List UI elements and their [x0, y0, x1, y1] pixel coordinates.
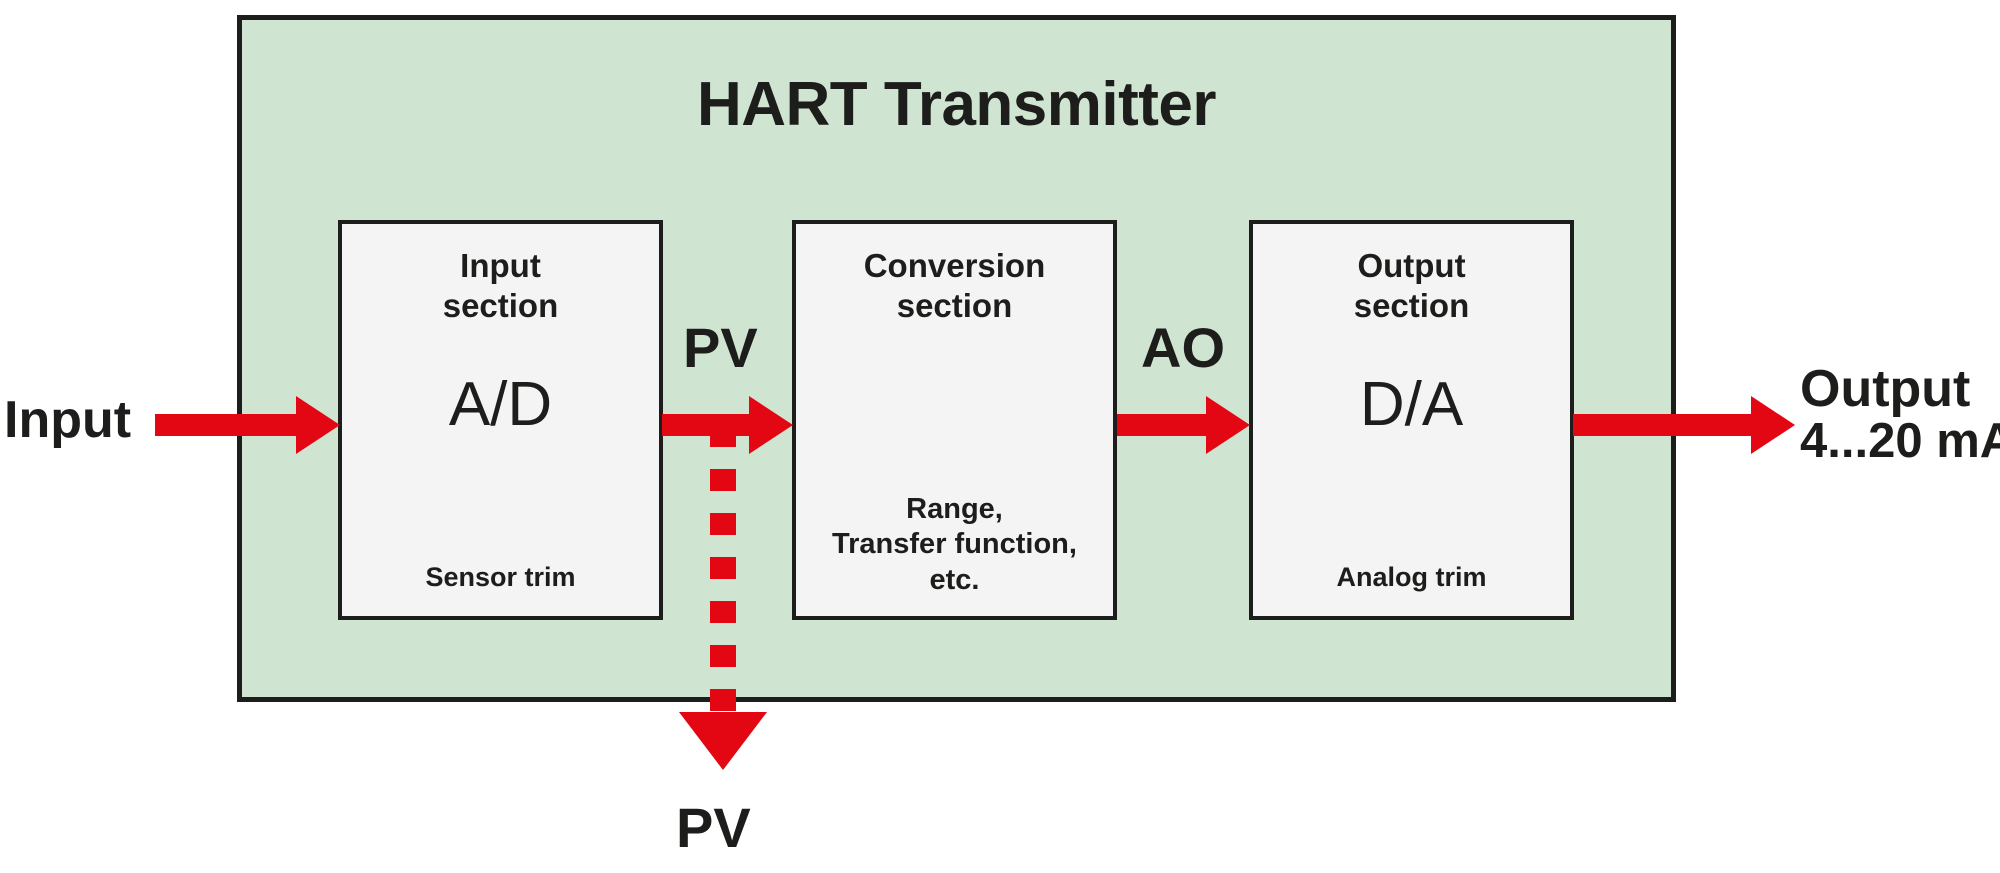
- block-conversion-detail-line1: Range,: [906, 492, 1003, 525]
- arrow-head: [1751, 396, 1795, 454]
- right-arrow-icon-input: [155, 396, 340, 454]
- dashed-down-arrow-icon-pv-head: [679, 712, 767, 770]
- block-conversion-details: Range, Transfer function, etc.: [796, 492, 1113, 598]
- label-ao: AO: [1141, 316, 1225, 379]
- block-output-heading: Output section: [1253, 246, 1570, 327]
- block-conversion-heading-line2: section: [896, 287, 1013, 325]
- label-pv-bottom: PV: [676, 796, 751, 859]
- right-arrow-icon-output: [1573, 396, 1795, 454]
- arrow-head: [1206, 396, 1250, 454]
- block-input-heading-line1: Input: [460, 247, 541, 284]
- diagram-title: HART Transmitter: [696, 70, 1217, 139]
- block-conversion-heading: Conversion section: [796, 246, 1113, 327]
- arrow-shaft: [1573, 414, 1751, 436]
- block-conversion-section: Conversion section Range, Transfer funct…: [792, 220, 1117, 620]
- block-input-heading: Input section: [342, 246, 659, 327]
- label-output: Output 4...20 mA: [1800, 362, 2000, 467]
- block-output-conversion-type: D/A: [1359, 370, 1464, 439]
- arrow-shaft: [155, 414, 296, 436]
- arrow-head: [296, 396, 340, 454]
- arrow-shaft: [1117, 414, 1206, 436]
- label-output-line1: Output: [1800, 360, 1971, 418]
- block-input-conversion-type: A/D: [448, 370, 553, 439]
- block-conversion-detail-line2: Transfer function,: [832, 528, 1077, 561]
- label-input: Input: [4, 391, 132, 449]
- block-output-section: Output section D/A Analog trim: [1249, 220, 1574, 620]
- block-output-heading-line2: section: [1353, 287, 1470, 325]
- block-conversion-detail-line3: etc.: [929, 563, 980, 596]
- block-input-trim-label: Sensor trim: [425, 562, 576, 593]
- block-output-heading-line1: Output: [1357, 247, 1466, 284]
- right-arrow-icon-ao: [1117, 396, 1250, 454]
- block-input-heading-line2: section: [442, 287, 559, 325]
- block-output-trim-label: Analog trim: [1336, 562, 1487, 593]
- dashed-down-arrow-icon-pv-line: [710, 425, 736, 715]
- label-output-line2: 4...20 mA: [1800, 414, 2000, 469]
- block-conversion-heading-line1: Conversion: [863, 247, 1046, 284]
- arrow-head: [749, 396, 793, 454]
- block-input-section: Input section A/D Sensor trim: [338, 220, 663, 620]
- label-pv-top: PV: [683, 316, 758, 379]
